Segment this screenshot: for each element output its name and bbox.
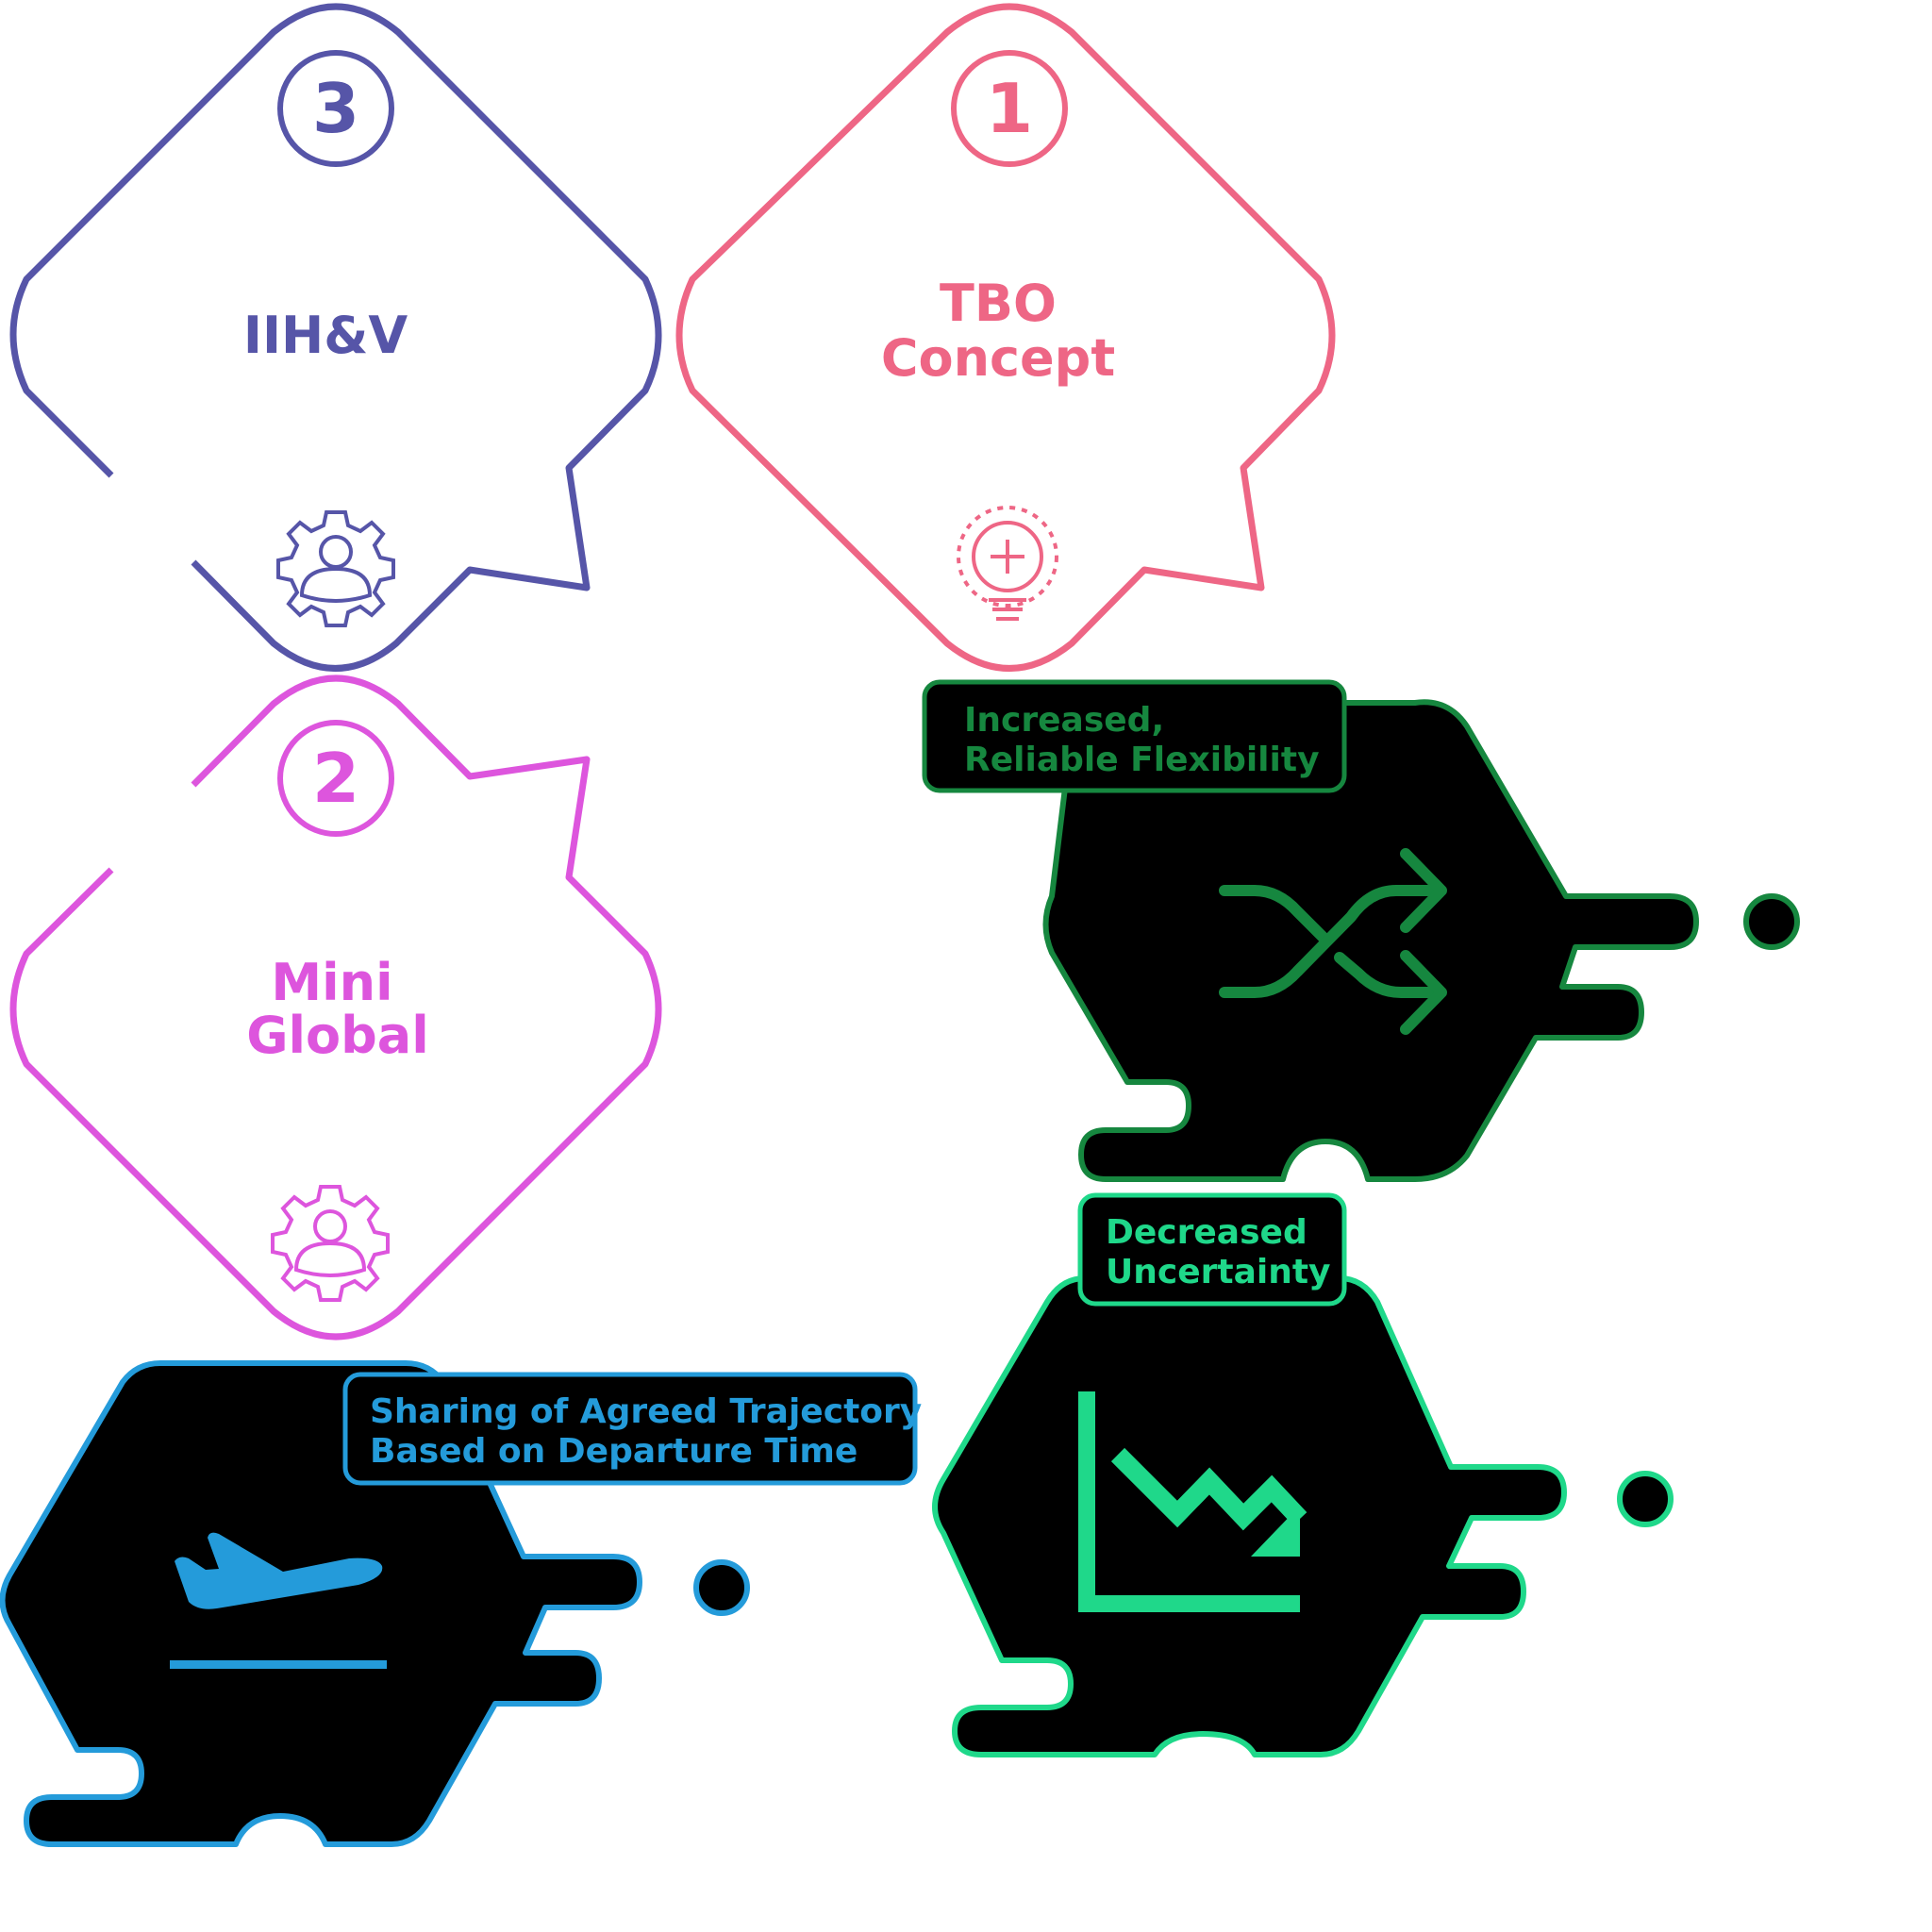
step-3-number-circle (277, 50, 394, 167)
benefit-1-label-line-1: Increased, (964, 701, 1164, 740)
step-2-number: 2 (312, 739, 359, 818)
gear-person-icon (276, 510, 395, 627)
benefit-2-label-box (1077, 1192, 1347, 1307)
benefit-1-label-line-2: Reliable Flexibility (964, 741, 1320, 779)
benefit-3-hexagon-card: Sharing of Agreed Trajectory Based on De… (0, 1360, 922, 1847)
step-2-title-line-2: Global (246, 1006, 429, 1065)
step-1-title-line-1: TBO (940, 274, 1057, 333)
benefit-2-dot (1617, 1471, 1674, 1527)
step-3-card: 3 IIH&V (9, 3, 662, 672)
benefit-2-label-line-1: Decreased (1106, 1213, 1307, 1252)
lightbulb-plus-icon (957, 506, 1058, 621)
step-3-number: 3 (312, 69, 359, 148)
benefit-3-label-box (342, 1372, 918, 1486)
step-2-title-line-1: Mini (271, 953, 392, 1012)
benefit-1-label-box (922, 679, 1347, 793)
step-2-card: 2 Mini Global (9, 675, 662, 1341)
declining-chart-icon (1078, 1391, 1307, 1612)
step-3-diamond-outline (9, 3, 662, 672)
step-1-diamond-outline-main (675, 3, 1336, 672)
benefit-3-label-line-2: Based on Departure Time (370, 1432, 858, 1471)
step-3-title: IIH&V (243, 306, 408, 365)
step-1-title-line-2: Concept (881, 328, 1115, 388)
benefit-1-hexagon-shape (1042, 697, 1699, 1182)
step-1-number-circle (951, 50, 1068, 167)
gear-person-icon (271, 1185, 390, 1302)
benefit-1-dot (1743, 893, 1800, 950)
benefit-1-hexagon-card: Increased, Reliable Flexibility (922, 679, 1800, 1182)
step-1-card: 1 TBO Concept (675, 3, 1336, 672)
step-2-diamond-outline (9, 675, 662, 1341)
benefit-3-dot (693, 1559, 750, 1616)
benefit-2-hexagon-card: Decreased Uncertainty (932, 1192, 1674, 1757)
benefit-3-label-line-1: Sharing of Agreed Trajectory (370, 1392, 922, 1431)
shuffle-arrows-icon (1219, 848, 1447, 1035)
step-2-number-circle (277, 720, 394, 837)
step-1-number: 1 (986, 69, 1033, 148)
benefit-2-label-line-2: Uncertainty (1106, 1253, 1331, 1291)
airplane-takeoff-icon (170, 1532, 387, 1669)
